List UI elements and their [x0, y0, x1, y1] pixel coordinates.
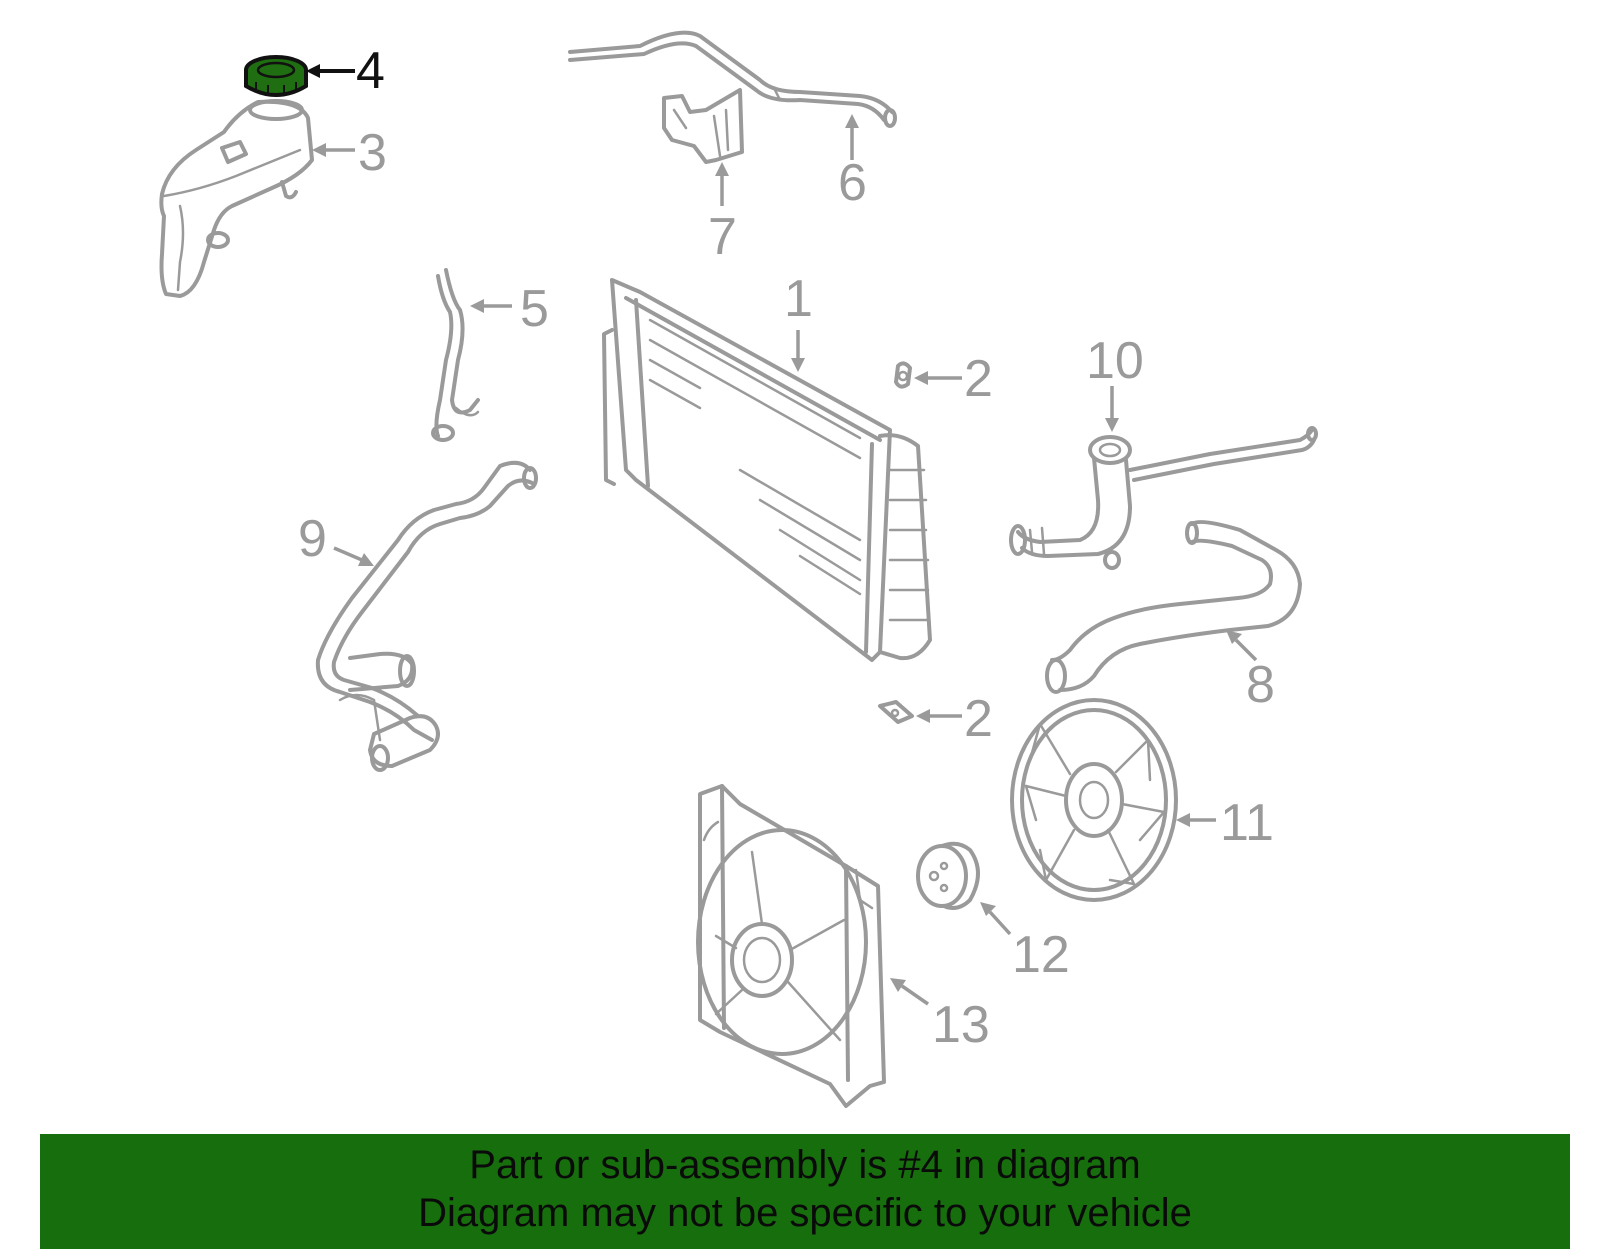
- banner-line-part: Part or sub-assembly is #4 in diagram: [469, 1143, 1141, 1187]
- part-11-fan[interactable]: [1010, 698, 1178, 902]
- info-banner: Part or sub-assembly is #4 in diagram Di…: [40, 1134, 1570, 1249]
- callout-5-arrow: [470, 299, 512, 313]
- part-12-fan-motor[interactable]: [916, 841, 980, 910]
- callout-7[interactable]: 7: [708, 208, 737, 266]
- callout-4[interactable]: 4: [356, 42, 385, 100]
- part-5-hose[interactable]: [431, 268, 480, 442]
- part-6-hose[interactable]: [568, 30, 897, 128]
- callout-5[interactable]: 5: [520, 280, 549, 338]
- callout-2a-arrow: [914, 371, 962, 385]
- callout-8-arrow: [1226, 630, 1258, 662]
- callout-1-arrow: [791, 330, 805, 372]
- part-9-lower-hose[interactable]: [315, 460, 538, 772]
- callout-9-arrow: [333, 546, 374, 566]
- callout-6-arrow: [845, 114, 859, 160]
- callout-6[interactable]: 6: [838, 154, 867, 212]
- callout-7-arrow: [715, 162, 729, 206]
- callout-2b-arrow: [916, 709, 962, 723]
- callout-12-arrow: [980, 902, 1012, 936]
- part-2-clip-upper[interactable]: [894, 361, 912, 389]
- callout-1[interactable]: 1: [784, 270, 813, 328]
- part-8-radiator-hose[interactable]: [1045, 520, 1302, 694]
- callout-8[interactable]: 8: [1246, 656, 1275, 714]
- part-13-fan-shroud[interactable]: [696, 784, 886, 1108]
- callout-11[interactable]: 11: [1220, 794, 1274, 852]
- callout-10[interactable]: 10: [1086, 332, 1144, 390]
- callout-3-arrow: [312, 143, 355, 157]
- callout-12[interactable]: 12: [1012, 926, 1070, 984]
- part-4-reservoir-cap[interactable]: [244, 55, 308, 97]
- banner-line-disclaimer: Diagram may not be specific to your vehi…: [418, 1191, 1192, 1235]
- callout-10-arrow: [1105, 386, 1119, 432]
- callout-3[interactable]: 3: [358, 124, 387, 182]
- part-7-bracket[interactable]: [662, 88, 744, 164]
- callout-13[interactable]: 13: [932, 996, 990, 1054]
- callout-11-arrow: [1176, 813, 1216, 827]
- callout-9[interactable]: 9: [298, 510, 327, 568]
- callout-4-arrow: [306, 64, 355, 78]
- callout-2b[interactable]: 2: [964, 690, 993, 748]
- part-1-radiator[interactable]: [602, 278, 932, 662]
- callout-13-arrow: [890, 978, 929, 1006]
- callout-2a[interactable]: 2: [964, 350, 993, 408]
- part-10-coolant-outlet[interactable]: [1009, 426, 1318, 570]
- part-3-coolant-reservoir[interactable]: [159, 99, 314, 298]
- part-2-clip-lower[interactable]: [878, 700, 914, 724]
